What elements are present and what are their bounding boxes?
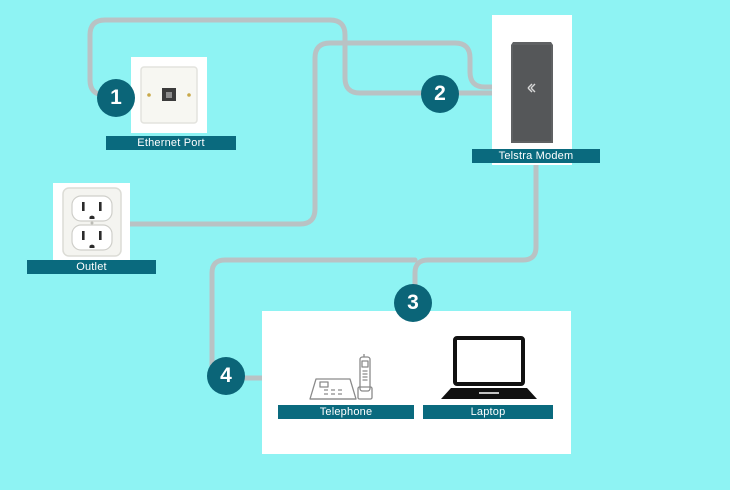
modem-icon [511,42,553,143]
modem-panel [492,15,572,165]
step-2-marker: 2 [421,75,459,113]
power-outlet-icon [62,187,122,257]
laptop-icon [441,336,537,399]
cordless-phone-icon [309,354,373,400]
cable-modem-to-laptop [412,161,539,303]
modem-label: Telstra Modem [472,149,600,163]
step-1-marker: 1 [97,79,135,117]
outlet-label: Outlet [27,260,156,274]
cable-ethernet-to-modem [87,17,503,98]
laptop-label: Laptop [423,405,553,419]
ethernet-port-label: Ethernet Port [106,136,236,150]
devices-panel [262,311,571,454]
ethernet-wall-port-icon [140,66,198,124]
telephone-label: Telephone [278,405,414,419]
cable-outlet-to-modem [127,40,503,227]
outlet-panel [53,183,130,261]
step-4-marker: 4 [207,357,245,395]
step-3-marker: 3 [394,284,432,322]
cable-modem-to-telephone [209,257,418,381]
ethernet-port-panel [131,57,207,133]
